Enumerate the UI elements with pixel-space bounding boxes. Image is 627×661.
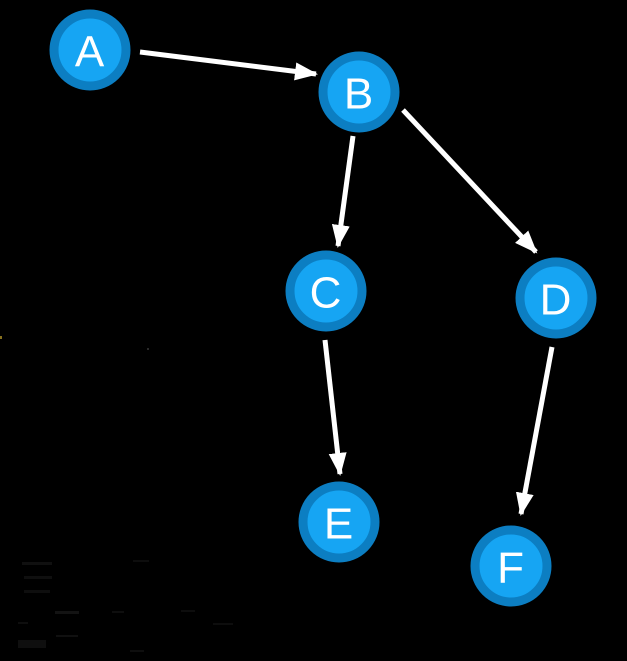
edge-D-F	[515, 346, 555, 516]
edge-C-E	[322, 339, 347, 476]
node-B[interactable]: B	[318, 51, 400, 133]
node-C[interactable]: C	[285, 250, 367, 332]
edge-B-C	[331, 135, 356, 248]
node-E-circle[interactable]	[298, 481, 380, 563]
edge-A-B	[139, 49, 318, 81]
node-B-circle[interactable]	[318, 51, 400, 133]
node-F[interactable]: F	[470, 525, 552, 607]
node-D-circle[interactable]	[515, 257, 597, 339]
node-D[interactable]: D	[515, 257, 597, 339]
node-A-circle[interactable]	[49, 9, 131, 91]
node-C-circle[interactable]	[285, 250, 367, 332]
node-E[interactable]: E	[298, 481, 380, 563]
node-A[interactable]: A	[49, 9, 131, 91]
node-F-circle[interactable]	[470, 525, 552, 607]
edge-B-D	[401, 108, 538, 254]
